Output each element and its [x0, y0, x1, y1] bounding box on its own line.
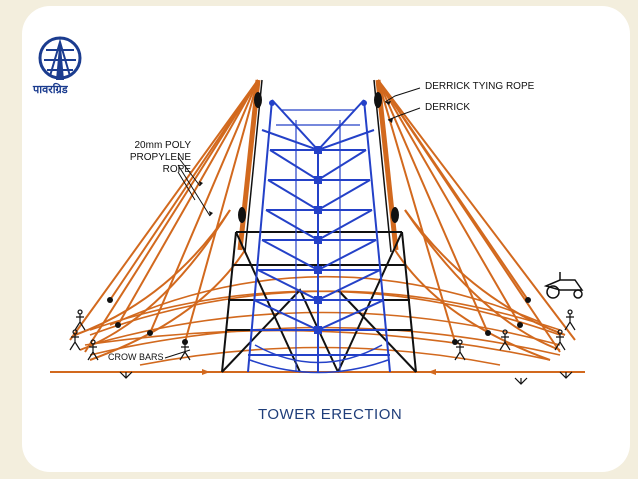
workers-right: [454, 309, 576, 385]
tractor-icon: [543, 272, 584, 299]
label-crow-bars: CROW BARS: [108, 352, 164, 362]
label-poly-rope-line-3: ROPE: [162, 164, 191, 175]
powergrid-logo: [38, 36, 82, 80]
ground-arrows: [202, 369, 436, 375]
label-derrick: DERRICK: [425, 102, 471, 113]
leader-arrowheads: [199, 101, 393, 216]
pulley-blocks: [238, 92, 399, 223]
derrick-pole-shading: [244, 79, 392, 253]
label-derrick-tying-rope: DERRICK TYING ROPE: [425, 81, 535, 92]
label-poly-rope-line-2: PROPYLENE: [129, 152, 191, 163]
label-leaders: [164, 87, 421, 359]
label-poly-rope-line-1: 20mm POLY: [134, 140, 192, 151]
label-poly-rope: 20mm POLY PROPYLENE ROPE: [105, 140, 191, 176]
slide-caption: TOWER ERECTION: [258, 406, 403, 423]
tower-joint-markers: [269, 100, 367, 334]
logo-text: पावरग्रिड: [33, 83, 68, 96]
crow-bar-anchors: [107, 297, 531, 345]
guy-ropes-right: [377, 79, 576, 361]
